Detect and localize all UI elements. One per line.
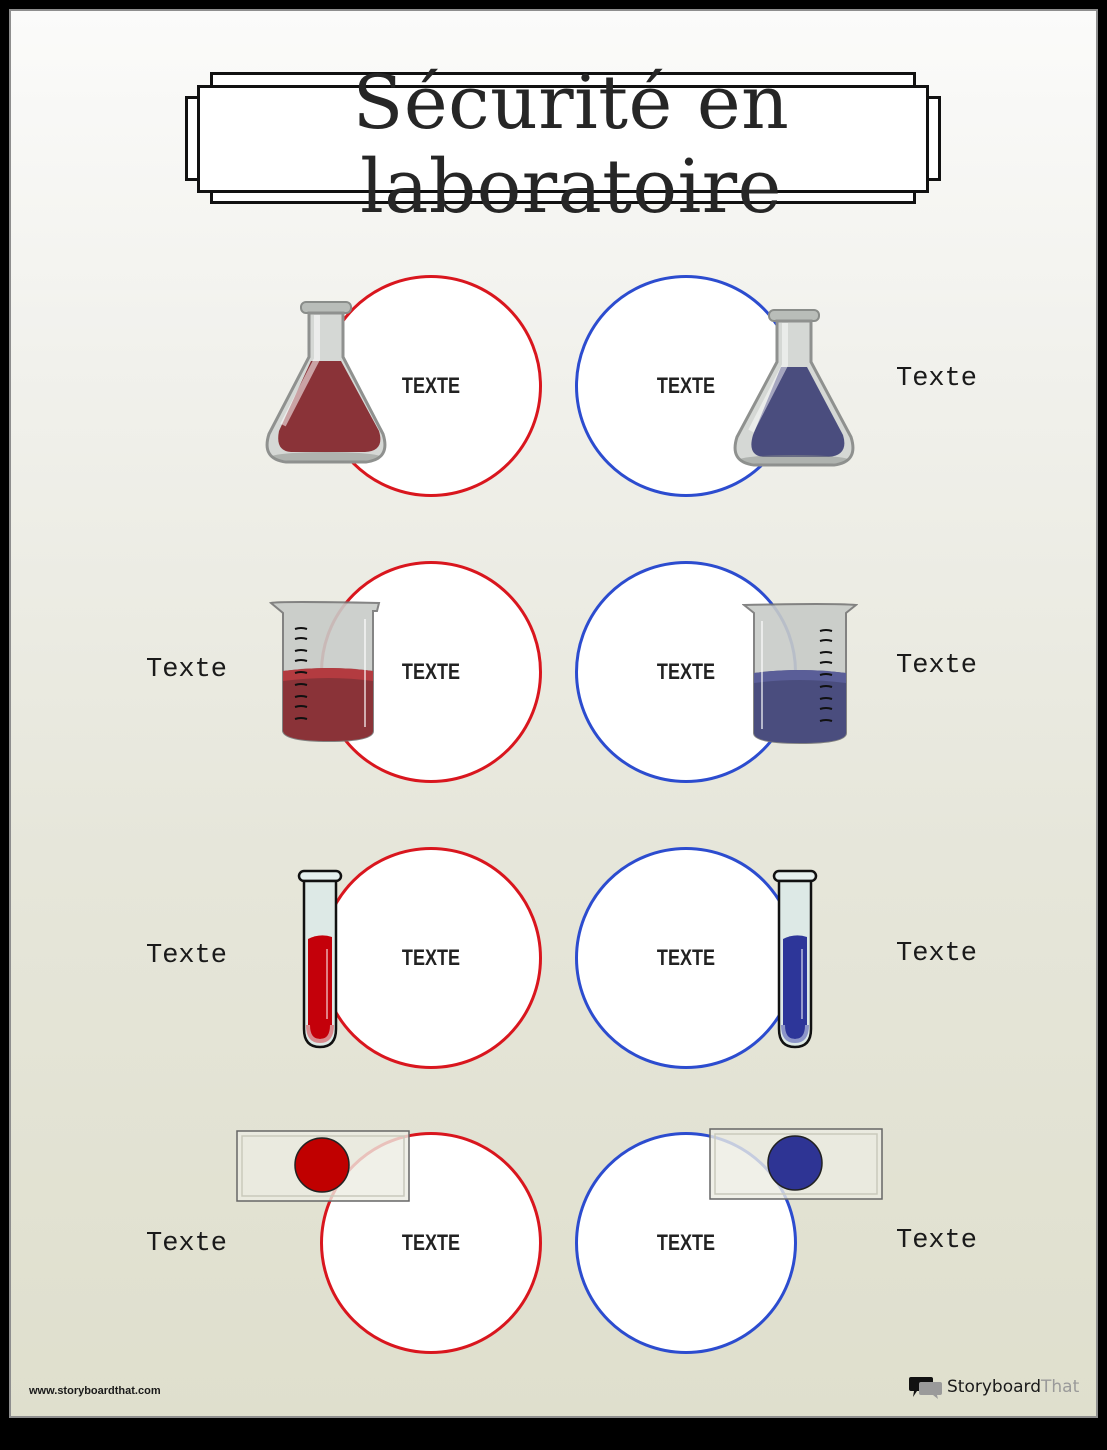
microscope-slide-red-icon [236, 1130, 410, 1202]
side-label-right-3: Texte [896, 939, 978, 969]
poster: Sécurité en laboratoire TEXTE TEXTE Text… [9, 9, 1098, 1418]
erlenmeyer-flask-red-icon [265, 301, 387, 464]
test-tube-blue-icon [772, 869, 818, 1049]
circle-text: TEXTE [656, 373, 716, 398]
circle-blue-3: TEXTE [575, 847, 797, 1069]
side-label-left-4: Texte [146, 1229, 228, 1259]
circle-text: TEXTE [656, 1230, 716, 1255]
speech-bubbles-icon [909, 1377, 942, 1399]
erlenmeyer-flask-blue-icon [733, 309, 855, 467]
circle-text: TEXTE [401, 945, 461, 970]
circle-text: TEXTE [401, 1230, 461, 1255]
banner-frame-front [197, 85, 929, 193]
brand-secondary: That [1041, 1377, 1080, 1397]
brand-primary: Storyboard [947, 1377, 1041, 1397]
storyboardthat-logo[interactable]: StoryboardThat [909, 1375, 1079, 1399]
side-label-right-1: Texte [896, 364, 978, 394]
side-label-left-3: Texte [146, 941, 228, 971]
circle-text: TEXTE [656, 659, 716, 684]
circle-text: TEXTE [401, 659, 461, 684]
circle-text: TEXTE [401, 373, 461, 398]
circle-text: TEXTE [656, 945, 716, 970]
test-tube-red-icon [297, 869, 343, 1049]
side-label-right-4: Texte [896, 1226, 978, 1256]
beaker-red-icon [269, 601, 381, 743]
microscope-slide-blue-icon [709, 1128, 883, 1200]
side-label-left-2: Texte [146, 655, 228, 685]
page-title: Sécurité en laboratoire [352, 60, 790, 230]
beaker-blue-icon [742, 603, 858, 745]
side-label-right-2: Texte [896, 651, 978, 681]
footer-url[interactable]: www.storyboardthat.com [29, 1385, 161, 1397]
circle-red-2: TEXTE [320, 561, 542, 783]
circle-red-3: TEXTE [320, 847, 542, 1069]
